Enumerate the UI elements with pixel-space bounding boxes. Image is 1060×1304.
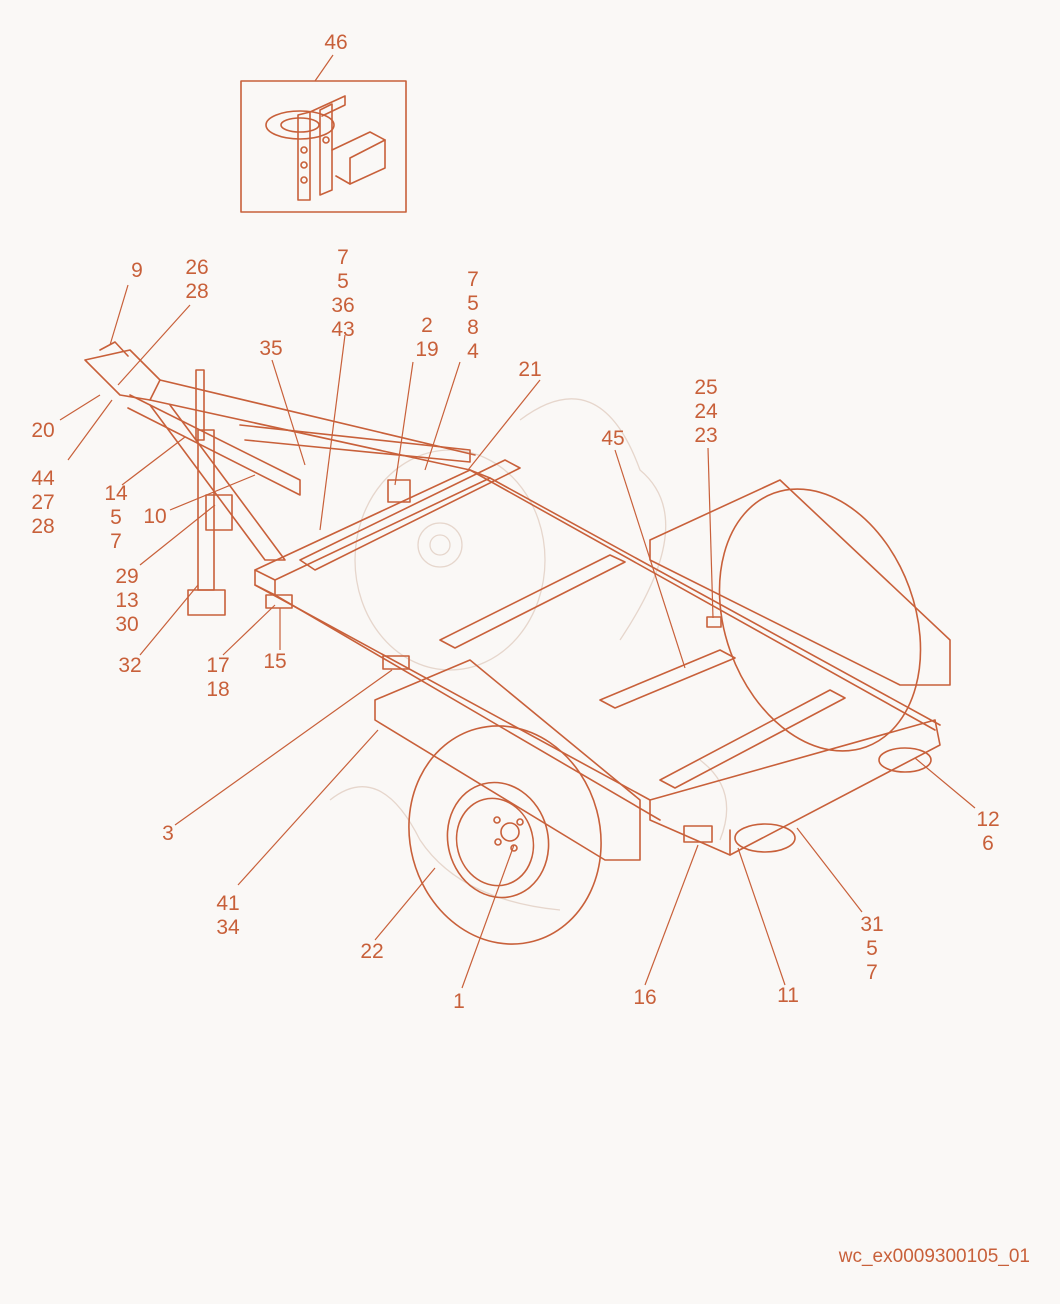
callout-45-line-0: 45 [601,427,624,450]
callout-29-line-1: 13 [115,589,138,612]
callout-7b-line-1: 5 [467,292,479,315]
leader-lines [59,284,976,989]
callout-26-line-1: 28 [185,280,208,303]
callout-7a-line-3: 43 [331,318,354,341]
callout-7a-line-0: 7 [337,246,349,269]
callout-29-line-0: 29 [115,565,138,588]
callout-35-line-0: 35 [259,337,282,360]
callout-2-line-1: 19 [415,338,438,361]
callout-1-line-0: 1 [453,990,465,1013]
callout-25-line-0: 25 [694,376,717,399]
callout-14-line-1: 5 [110,506,122,529]
callout-7b-line-2: 8 [467,316,479,339]
callout-7b-line-3: 4 [467,340,479,363]
callout-29-line-2: 30 [115,613,138,636]
callout-31-line-0: 31 [860,913,883,936]
callout-44-line-1: 27 [31,491,54,514]
callout-46: 46 [324,31,347,54]
callout-21-line-0: 21 [518,358,541,381]
callout-10-line-0: 10 [143,505,166,528]
callout-41-line-1: 34 [216,916,240,939]
callout-7a-line-1: 5 [337,270,349,293]
leader-46 [314,54,334,82]
callout-12-line-0: 12 [976,808,999,831]
callout-25-line-1: 24 [694,400,718,423]
callout-31-line-2: 7 [866,961,878,984]
callout-41-line-0: 41 [216,892,239,915]
callout-7a-line-2: 36 [331,294,354,317]
callout-11-line-0: 11 [777,984,799,1007]
document-id: wc_ex0009300105_01 [838,1246,1030,1267]
callout-44-line-0: 44 [31,467,55,490]
callout-25-line-2: 23 [694,424,717,447]
callout-44-line-2: 28 [31,515,54,538]
watermark-illustration [329,398,728,911]
callout-14-line-0: 14 [104,482,128,505]
inset-hitch-detail [240,80,407,213]
callout-32-line-0: 32 [118,654,141,677]
callout-17-line-0: 17 [206,654,229,677]
callout-22-line-0: 22 [360,940,383,963]
callout-20-line-0: 20 [31,419,54,442]
callout-12-line-1: 6 [982,832,994,855]
callout-9-line-0: 9 [131,259,143,282]
callout-17-line-1: 18 [206,678,229,701]
callout-7b-line-0: 7 [467,268,479,291]
callout-15-line-0: 15 [263,650,286,673]
callout-26-line-0: 26 [185,256,208,279]
callout-31-line-1: 5 [866,937,878,960]
callout-3-line-0: 3 [162,822,174,845]
callout-16-line-0: 16 [633,986,656,1009]
callout-2-line-0: 2 [421,314,433,337]
callout-14-line-2: 7 [110,530,122,553]
